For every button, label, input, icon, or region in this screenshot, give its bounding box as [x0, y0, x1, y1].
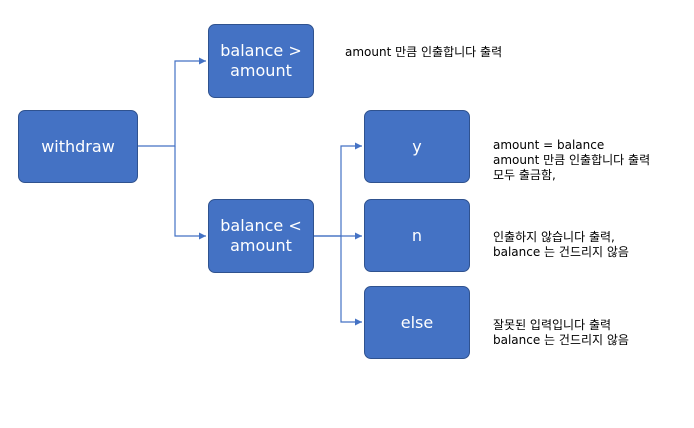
- node-y: y: [364, 110, 470, 183]
- connector-lt-to-else: [340, 236, 362, 326]
- connector-withdraw-to-gt: [138, 57, 206, 147]
- node-n: n: [364, 199, 470, 272]
- node-balance-greater-than-amount: balance > amount: [208, 24, 314, 98]
- node-balance-less-than-amount: balance < amount: [208, 199, 314, 273]
- node-withdraw: withdraw: [18, 110, 138, 183]
- note-n: 인출하지 않습니다 출력, balance 는 건드리지 않음: [493, 230, 629, 259]
- note-balance-greater-than-amount: amount 만큼 인출합니다 출력: [345, 45, 503, 59]
- note-y: amount = balance amount 만큼 인출합니다 출력 모두 출…: [493, 138, 651, 182]
- node-else: else: [364, 286, 470, 359]
- connector-lt-to-y: [314, 142, 362, 237]
- connector-withdraw-to-lt: [174, 146, 206, 240]
- note-else: 잘못된 입력입니다 출력 balance 는 건드리지 않음: [493, 318, 629, 347]
